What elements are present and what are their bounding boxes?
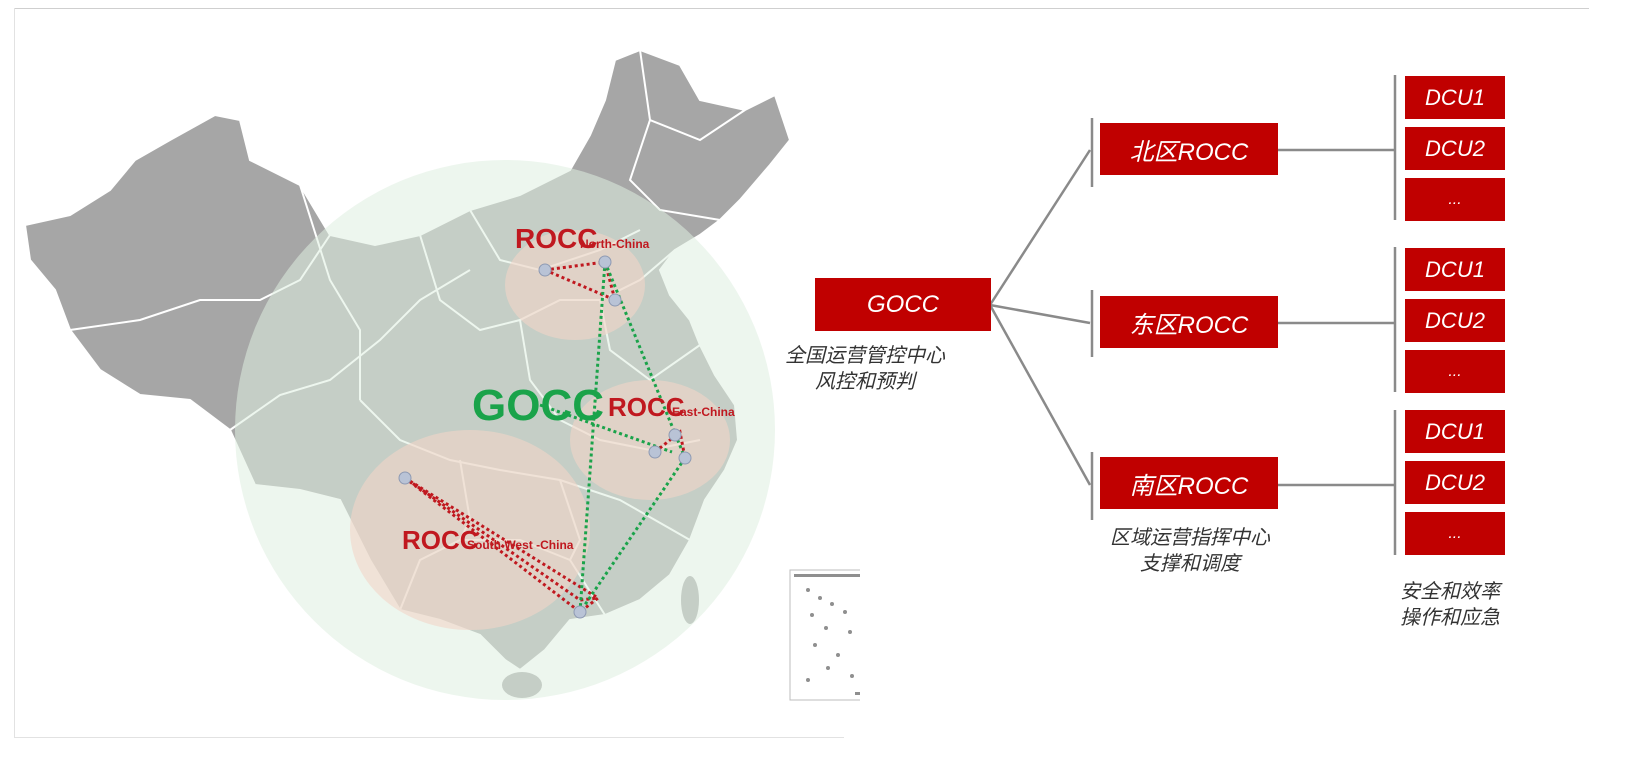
dcu-label: DCU1 xyxy=(1425,84,1485,110)
region-caption-line2: 支撑和调度 xyxy=(1140,551,1240,575)
dcu-label: DCU2 xyxy=(1425,307,1485,333)
rocc-north-label: 北区ROCC xyxy=(1129,138,1249,166)
dcu-east-more: ... xyxy=(1405,350,1505,393)
south-china-sea-inset xyxy=(789,569,860,701)
dcu-label: DCU2 xyxy=(1425,135,1485,161)
gocc-box-label: GOCC xyxy=(867,290,939,318)
rocc-east-label: 东区ROCC xyxy=(1129,311,1249,339)
dcu-south-2: DCU2 xyxy=(1405,461,1505,504)
dcu-caption-line2: 操作和应急 xyxy=(1400,605,1500,629)
dcu-label: ... xyxy=(1448,190,1462,208)
map-label-rocc-north: ROCC xyxy=(515,223,597,254)
map-label-rocc-east: ROCC xyxy=(608,392,685,422)
dcu-label: ... xyxy=(1448,362,1462,380)
gocc-box: GOCC xyxy=(815,278,991,331)
dcu-north-more: ... xyxy=(1405,178,1505,221)
dcu-south-more: ... xyxy=(1405,512,1505,555)
north-region-zone xyxy=(505,230,645,340)
rocc-south-box: 南区ROCC xyxy=(1100,457,1278,509)
dcu-label: DCU2 xyxy=(1425,469,1485,495)
rocc-east-box: 东区ROCC xyxy=(1100,296,1278,348)
dcu-caption: 安全和效率 操作和应急 xyxy=(1385,578,1515,630)
city-dots xyxy=(398,255,692,619)
dcu-caption-line1: 安全和效率 xyxy=(1400,579,1500,603)
dcu-east-1: DCU1 xyxy=(1405,248,1505,291)
dcu-north-2: DCU2 xyxy=(1405,127,1505,170)
map-label-gocc: GOCC xyxy=(472,381,604,430)
region-caption-line1: 区域运营指挥中心 xyxy=(1110,525,1270,549)
map-label-south-west-china: South West -China xyxy=(467,538,574,552)
dcu-label: DCU1 xyxy=(1425,418,1485,444)
dcu-label: DCU1 xyxy=(1425,256,1485,282)
china-map: ROCC North-China GOCC ROCC East-China RO… xyxy=(23,48,860,701)
dcu-south-1: DCU1 xyxy=(1405,410,1505,453)
map-label-east-china: East-China xyxy=(672,405,735,419)
dcu-east-2: DCU2 xyxy=(1405,299,1505,342)
gocc-caption-line2: 风控和预判 xyxy=(815,369,915,393)
gocc-caption: 全国运营管控中心 风控和预判 xyxy=(770,342,960,394)
map-label-rocc-south: ROCC xyxy=(402,525,479,555)
rocc-south-label: 南区ROCC xyxy=(1129,472,1249,500)
rocc-north-box: 北区ROCC xyxy=(1100,123,1278,175)
east-region-zone xyxy=(570,380,730,500)
frame-left-border xyxy=(14,8,15,738)
frame-bottom-border xyxy=(14,737,844,738)
map-label-north-china: North-China xyxy=(580,237,650,251)
dcu-label: ... xyxy=(1448,524,1462,542)
region-caption: 区域运营指挥中心 支撑和调度 xyxy=(1090,524,1290,576)
gocc-caption-line1: 全国运营管控中心 xyxy=(785,343,945,367)
frame-top-border xyxy=(14,8,1589,9)
dcu-north-1: DCU1 xyxy=(1405,76,1505,119)
